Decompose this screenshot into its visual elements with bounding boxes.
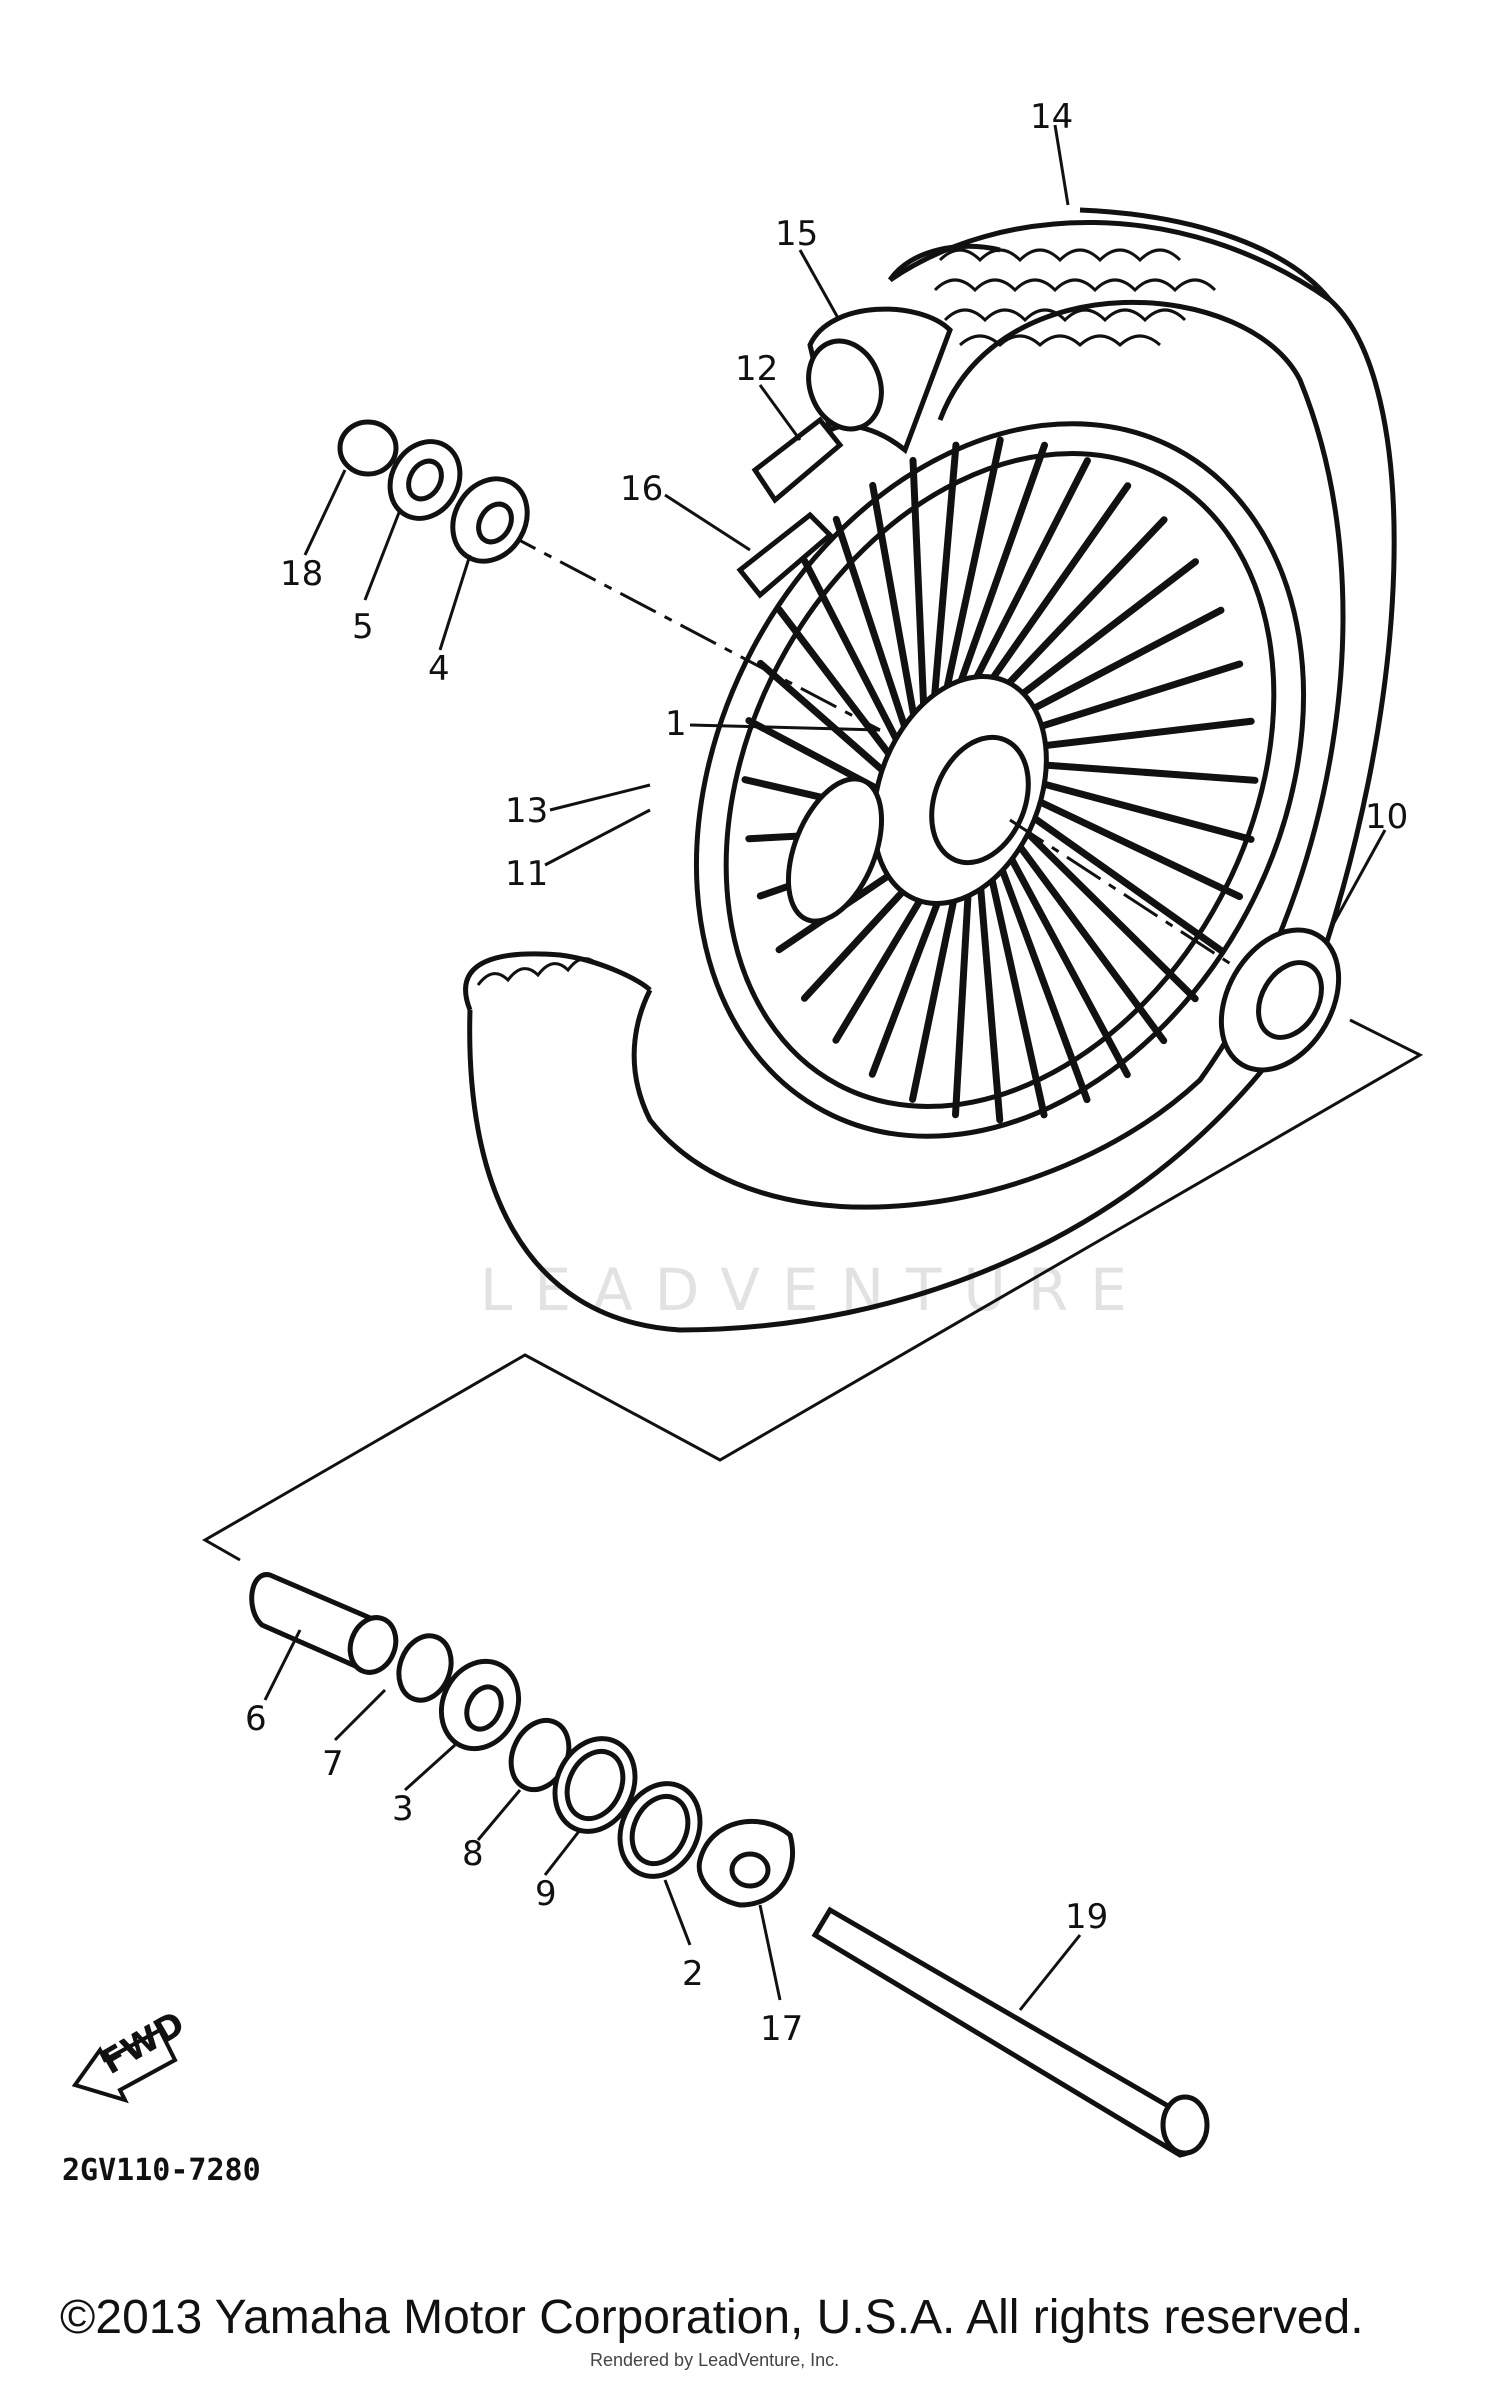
spoke (966, 482, 1132, 715)
label-5: 5 (352, 607, 374, 647)
spoke (991, 847, 1091, 1104)
spoke (946, 441, 1049, 715)
hub (785, 674, 1049, 924)
lower-parts (249, 1572, 1210, 2158)
label-17: 17 (760, 2009, 803, 2049)
label-1: 1 (665, 704, 687, 744)
bearing-set-upper (337, 419, 530, 564)
copyright-notice: ©2013 Yamaha Motor Corporation, U.S.A. A… (60, 2291, 1364, 2344)
front-direction-arrow: FWD (71, 2004, 192, 2104)
label-10: 10 (1365, 797, 1408, 837)
label-7: 7 (322, 1744, 344, 1784)
label-12: 12 (735, 349, 778, 389)
assembly-plane (201, 1018, 1424, 1562)
part-number-labels: 14 15 12 16 1 13 11 10 18 5 4 6 7 3 8 9 … (245, 97, 1408, 2049)
assembly-axis-lines (499, 528, 1241, 972)
spoke (929, 441, 960, 725)
spoke (1010, 772, 1255, 843)
spoke (1008, 813, 1199, 1003)
rim-band-and-tube (736, 306, 953, 599)
spoke (998, 837, 1131, 1079)
watermark: LEADVENTURE (480, 1256, 1149, 1324)
label-8: 8 (462, 1834, 484, 1874)
spoke (937, 436, 1004, 719)
spoke (956, 457, 1091, 714)
rim (693, 421, 1307, 1139)
label-2: 2 (682, 1954, 704, 1994)
label-19: 19 (1065, 1897, 1108, 1937)
spoke (975, 861, 1004, 1124)
label-9: 9 (535, 1874, 557, 1914)
label-3: 3 (392, 1789, 414, 1829)
spoke (832, 515, 916, 754)
spoke (1011, 786, 1244, 901)
spoke (951, 865, 974, 1119)
leader-lines (263, 124, 1387, 2011)
spoke (869, 481, 922, 743)
spoke (1008, 759, 1259, 784)
spoke (909, 866, 964, 1103)
spoke (1010, 800, 1225, 954)
spoke (1004, 717, 1255, 754)
spoke (801, 557, 912, 767)
figure-code: 2GV110-7280 (62, 2153, 261, 2188)
label-15: 15 (775, 214, 818, 254)
spoke (775, 606, 910, 780)
spoke (1004, 826, 1168, 1045)
spoke (984, 855, 1048, 1119)
hub-cover (1218, 927, 1342, 1073)
label-14: 14 (1030, 97, 1073, 137)
label-16: 16 (620, 469, 663, 509)
render-note: Rendered by LeadVenture, Inc. (590, 2350, 840, 2370)
label-4: 4 (428, 649, 450, 689)
label-6: 6 (245, 1699, 267, 1739)
label-18: 18 (280, 554, 323, 594)
spoke (909, 456, 929, 733)
label-13: 13 (505, 791, 548, 831)
label-11: 11 (505, 854, 548, 894)
tire-tread (476, 248, 1217, 986)
